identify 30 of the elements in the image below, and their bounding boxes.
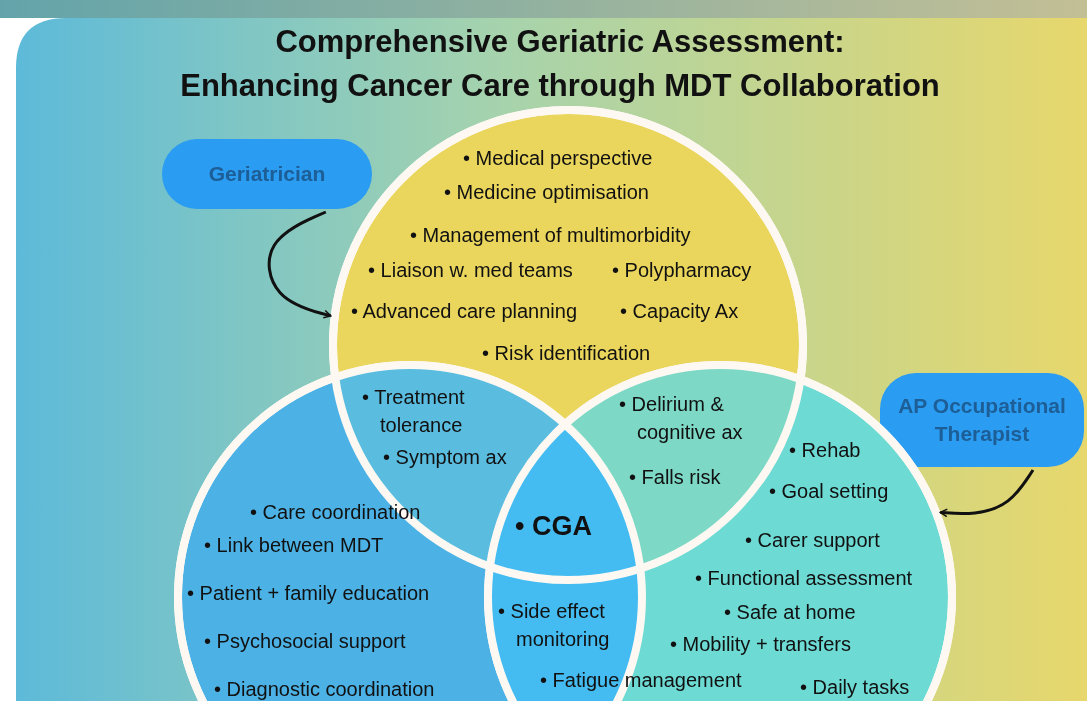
bullet-text: • Side effect monitoring — [498, 599, 611, 652]
curved-arrow — [267, 210, 332, 319]
bullet-text: • Polypharmacy — [612, 258, 752, 283]
bullet-text: • Goal setting — [769, 479, 889, 504]
role-pill: Geriatrician — [162, 139, 372, 209]
bullet-text: • Functional assessment — [695, 566, 913, 591]
bullet-text: • Medicine optimisation — [444, 180, 649, 205]
bullet-text: • Treatment tolerance — [362, 385, 466, 438]
role-pill: AP Occupational Therapist — [880, 373, 1084, 467]
bullet-text: • Symptom ax — [383, 445, 507, 470]
bullet-text: • Management of multimorbidity — [410, 223, 691, 248]
bullet-text: • Capacity Ax — [620, 299, 739, 324]
bullet-text: • Medical perspective — [463, 146, 653, 171]
bullet-text: • Delirium & cognitive ax — [619, 392, 744, 445]
bullet-text: • Advanced care planning — [351, 299, 578, 324]
bullet-text: • Carer support — [745, 528, 880, 553]
bullet-text: • Liaison w. med teams — [368, 258, 573, 283]
bullet-text: • Patient + family education — [187, 581, 430, 606]
bullet-text: • Risk identification — [482, 341, 651, 366]
bullet-text: • Safe at home — [724, 600, 856, 625]
center-label: • CGA — [515, 512, 592, 540]
bullet-text: • Mobility + transfers — [670, 632, 851, 657]
bullet-text: • Psychosocial support — [204, 629, 406, 654]
bullet-text: • Diagnostic coordination — [214, 677, 435, 701]
bullet-text: • Rehab — [789, 438, 861, 463]
bullet-text: • Falls risk — [629, 465, 721, 490]
bullet-text: • Link between MDT — [204, 533, 384, 558]
title: Comprehensive Geriatric Assessment: Enhancing Cancer Care through MDT Collaboration — [179, 23, 941, 105]
bullet-text: • Daily tasks — [800, 675, 910, 700]
curved-arrow — [939, 469, 1035, 518]
